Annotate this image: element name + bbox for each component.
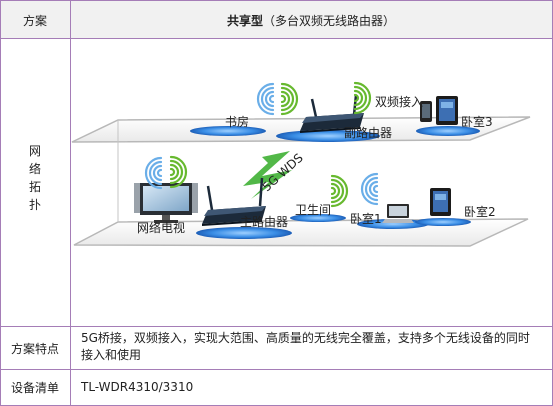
wds-lightning-icon xyxy=(243,151,292,199)
coverage-ellipse xyxy=(196,227,292,239)
tablet-icon xyxy=(436,96,458,125)
features-text: 5G桥接，双频接入，实现大范围、高质量的无线完全覆盖，支持多个无线设备的同时接入… xyxy=(81,331,530,362)
coverage-ellipse xyxy=(416,126,480,136)
wifi-signal-icon xyxy=(353,81,372,115)
coverage-ellipse xyxy=(415,218,471,226)
column-divider xyxy=(70,0,71,405)
col-label: 方案 xyxy=(22,14,47,28)
label-bedroom1: 卧室1 xyxy=(350,211,382,226)
label-bathroom: 卫生间 xyxy=(295,203,331,217)
laptop-icon xyxy=(382,204,414,223)
topology-label-char: 扑 xyxy=(28,198,41,212)
topology-label-char: 拓 xyxy=(28,180,41,194)
coverage-ellipse xyxy=(190,126,266,136)
wifi-signal-icon xyxy=(360,172,379,206)
coverage-ellipse xyxy=(276,130,380,142)
page-title: 共享型（多台双频无线路由器） xyxy=(72,12,550,29)
label-network-tv: 网络电视 xyxy=(137,220,185,235)
features-label: 方案特点 xyxy=(10,342,59,356)
topology-label: 网 络 拓 扑 xyxy=(0,142,70,214)
label-study: 书房 xyxy=(225,114,249,129)
wifi-signal-icon xyxy=(280,82,299,116)
title-bold: 共享型 xyxy=(226,14,263,28)
tv-icon xyxy=(134,183,198,223)
phone-icon xyxy=(420,101,432,122)
topology-label-char: 网 xyxy=(28,144,41,158)
title-rest: （多台双频无线路由器） xyxy=(263,14,396,28)
tablet-icon xyxy=(430,188,451,216)
header-row xyxy=(0,0,553,38)
topology-label-char: 络 xyxy=(28,162,41,176)
equipment-label: 设备清单 xyxy=(10,381,59,395)
wifi-signal-icon xyxy=(169,155,188,189)
label-main-router: 主路由器 xyxy=(240,214,288,229)
label-secondary-router: 副路由器 xyxy=(344,125,392,140)
equipment-text: TL-WDR4310/3310 xyxy=(81,380,194,394)
main-router-icon xyxy=(202,177,266,226)
label-bedroom2: 卧室2 xyxy=(464,204,496,219)
wifi-signal-icon xyxy=(330,174,349,208)
label-bedroom3: 卧室3 xyxy=(461,114,493,129)
wifi-signal-icon xyxy=(256,82,275,116)
coverage-ellipse xyxy=(290,214,346,222)
label-dual-band-access: 双频接入 xyxy=(375,94,423,109)
